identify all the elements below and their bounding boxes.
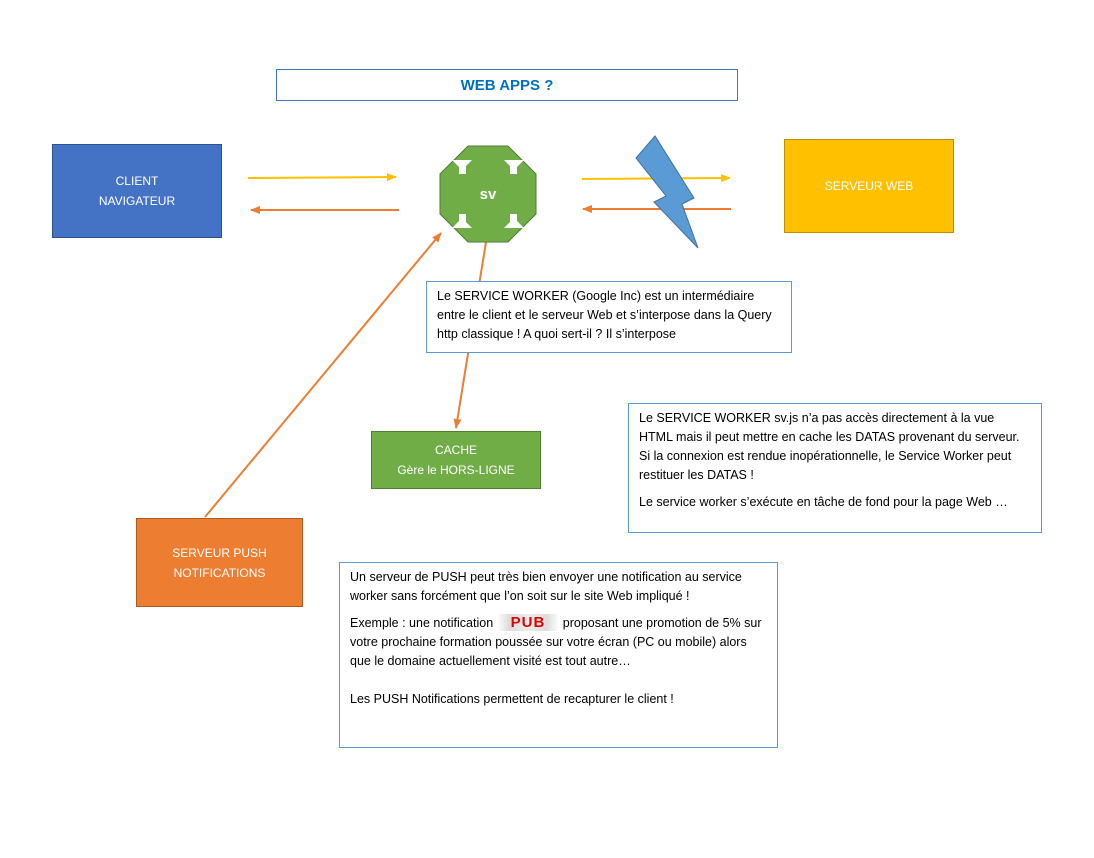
- arrow-push-to-sw: [204, 232, 442, 518]
- note-sw-intro-text: Le SERVICE WORKER (Google Inc) est un in…: [437, 289, 772, 341]
- cache-box: CACHE Gère le HORS-LIGNE: [371, 431, 541, 489]
- note-push-notifications: Un serveur de PUSH peut très bien envoye…: [339, 562, 778, 748]
- serveur-web-box: SERVEUR WEB: [784, 139, 954, 233]
- diagram-title-text: WEB APPS ?: [460, 76, 554, 94]
- service-worker-octagon-icon: sv: [439, 145, 537, 243]
- note-push-example-start: Exemple : une notification: [350, 616, 497, 630]
- sw-label: sv: [480, 186, 497, 203]
- client-navigateur-box: CLIENT NAVIGATEUR: [52, 144, 222, 238]
- cache-label-line2: Gère le HORS-LIGNE: [397, 463, 515, 477]
- client-label-line1: CLIENT: [115, 174, 159, 188]
- note-sw-cache-paragraph-1: Le SERVICE WORKER sv.js n’a pas accès di…: [639, 411, 1020, 482]
- note-push-paragraph-3: Les PUSH Notifications permettent de rec…: [350, 692, 674, 706]
- client-label-line2: NAVIGATEUR: [98, 194, 176, 208]
- note-service-worker-cache: Le SERVICE WORKER sv.js n’a pas accès di…: [628, 403, 1042, 533]
- cache-label-line1: CACHE: [434, 443, 477, 457]
- lightning-icon: [635, 135, 699, 249]
- note-service-worker-intro: Le SERVICE WORKER (Google Inc) est un in…: [426, 281, 792, 353]
- note-push-example-end: proposant une promotion de 5% sur votre …: [350, 616, 762, 668]
- pub-badge: PUB: [496, 614, 560, 631]
- diagram-title: WEB APPS ?: [276, 69, 738, 101]
- serveur-web-label: SERVEUR WEB: [824, 179, 914, 193]
- note-sw-cache-paragraph-2: Le service worker s’exécute en tâche de …: [639, 495, 1008, 509]
- serveur-push-box: SERVEUR PUSH NOTIFICATIONS: [136, 518, 303, 607]
- push-label-line2: NOTIFICATIONS: [173, 565, 266, 580]
- arrow-client-to-sw: [247, 173, 397, 182]
- note-push-paragraph-1: Un serveur de PUSH peut très bien envoye…: [350, 570, 742, 603]
- note-push-paragraph-2: Exemple : une notification PUB proposant…: [350, 614, 767, 671]
- push-label-line1: SERVEUR PUSH: [172, 545, 267, 560]
